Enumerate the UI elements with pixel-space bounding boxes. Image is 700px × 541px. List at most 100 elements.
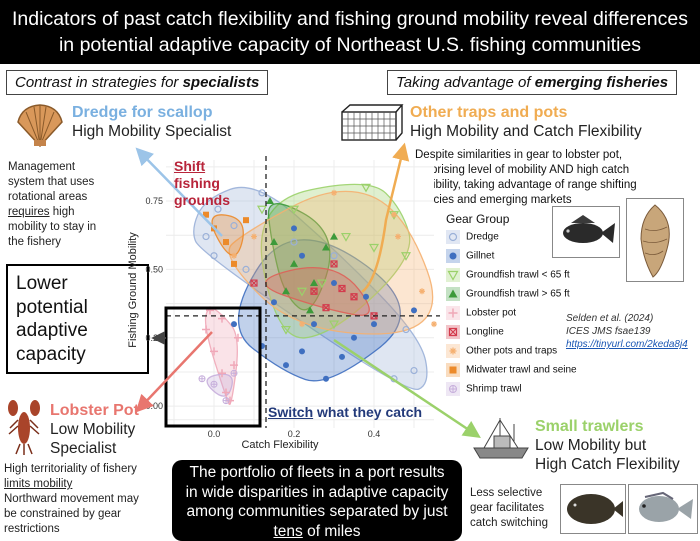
data-point: [310, 279, 318, 287]
legend-label: Other pots and traps: [466, 345, 558, 357]
traps-desc-line: surprising level of mobility AND high ca…: [415, 164, 630, 176]
flounder-image: [560, 484, 626, 534]
data-point: [330, 260, 338, 268]
legend-swatch: [446, 268, 460, 282]
legend-swatch: [446, 230, 460, 244]
traps-desc-line: Despite similarities in gear to lobster …: [415, 149, 623, 161]
legend-item: Gillnet: [446, 249, 494, 265]
data-point: [306, 306, 314, 314]
fish-icon: [563, 215, 615, 243]
emerging-prefix: Taking advantage of: [396, 74, 535, 91]
whelk-image: [626, 198, 684, 282]
shift-word: Shift: [174, 158, 206, 174]
legend-item: Shrimp trawl: [446, 382, 522, 398]
legend-swatch: [446, 325, 460, 339]
data-point: [431, 321, 437, 328]
switch-rest: what they catch: [313, 404, 423, 420]
legend-item: Lobster pot: [446, 306, 516, 322]
legend-item: Midwater trawl and seine: [446, 363, 577, 379]
specialists-prefix: Contrast in strategies for: [15, 74, 183, 91]
legend-item: Longline: [446, 325, 504, 341]
data-point: [448, 289, 458, 298]
citation-line: Selden et al. (2024): [566, 313, 654, 324]
data-point: [448, 232, 458, 242]
legend-item: Other pots and traps: [446, 344, 557, 360]
data-point: [270, 238, 278, 246]
data-point: [290, 238, 298, 246]
data-point: [395, 233, 401, 240]
citation-link[interactable]: https://tinyurl.com/2keda8j4: [566, 339, 688, 350]
management-line: requires high: [8, 205, 138, 220]
x-tick-label: 0.2: [288, 429, 301, 439]
trawler-boat-icon: [473, 418, 529, 459]
data-point: [449, 385, 458, 393]
legend-item: Dredge: [446, 230, 499, 246]
citation: Selden et al. (2024) ICES JMS fsae139 ht…: [566, 312, 688, 351]
whelk-shell-icon: [640, 204, 670, 278]
traps-desc-line: species and emerging markets: [415, 194, 572, 206]
data-point: [242, 265, 250, 273]
specialists-header: Contrast in strategies for specialists: [6, 70, 269, 95]
data-point: [363, 293, 369, 300]
data-point: [338, 284, 346, 293]
data-point: [350, 293, 358, 301]
legend-label: Lobster pot: [466, 307, 517, 319]
data-point: [214, 205, 222, 213]
lobster-note-line: limits mobility: [4, 477, 169, 492]
scup-fish-icon: [639, 491, 693, 522]
lower-capacity-line: adaptive: [16, 320, 88, 341]
data-point: [330, 252, 338, 260]
data-point: [310, 287, 318, 295]
data-point: [210, 380, 218, 388]
data-point: [230, 369, 238, 377]
lower-capacity-line: capacity: [16, 343, 86, 365]
legend-item: Groundfish trawl < 65 ft: [446, 268, 570, 284]
threshold-lines: [166, 156, 440, 428]
data-point: [231, 260, 237, 267]
specialists-emph: specialists: [182, 74, 260, 91]
traps-sub: High Mobility and Catch Flexibility: [410, 123, 642, 140]
data-point: [360, 183, 372, 193]
page-title: Indicators of past catch flexibility and…: [12, 8, 688, 56]
bottom-line-rest: of miles: [302, 522, 361, 540]
data-point: [371, 321, 377, 328]
data-point: [402, 325, 410, 334]
data-point: [230, 222, 238, 230]
legend-swatch: [446, 306, 460, 320]
management-line: mobility to stay in: [8, 221, 97, 233]
x-axis-label: Catch Flexibility: [241, 439, 319, 451]
data-point: [449, 366, 457, 374]
trawlers-note-line: Less selective: [470, 487, 543, 499]
legend-item: Groundfish trawl > 65 ft: [446, 287, 570, 303]
data-point: [280, 325, 292, 335]
legend-title: Gear Group: [446, 212, 510, 226]
trawlers-note: Less selective gear facilitates catch sw…: [470, 486, 560, 531]
lobster-note-line: High territoriality of fishery: [4, 463, 137, 475]
lobster-head: Lobster Pot: [50, 402, 139, 419]
data-point: [311, 321, 317, 328]
data-point: [330, 232, 338, 240]
data-point: [288, 205, 300, 215]
data-point: [210, 347, 218, 356]
legend-label: Groundfish trawl < 65 ft: [466, 269, 570, 281]
data-point: [391, 211, 397, 218]
data-point: [331, 280, 337, 287]
data-point: [283, 362, 289, 369]
data-point: [316, 279, 328, 289]
traps-arrow: [361, 142, 410, 293]
switch-label: Switch what they catch: [268, 404, 422, 420]
emerging-header: Taking advantage of emerging fisheries: [387, 70, 678, 95]
shift-line: grounds: [174, 192, 230, 208]
data-point: [222, 388, 230, 397]
dredge-arrow: [135, 147, 223, 237]
legend-label: Dredge: [466, 231, 499, 243]
data-point: [368, 243, 380, 253]
legend-swatch: [446, 344, 460, 358]
management-underline: requires: [8, 206, 50, 218]
trawlers-head: Small trawlers: [535, 418, 644, 435]
traps-desc: Despite similarities in gear to lobster …: [415, 148, 697, 208]
data-point: [266, 197, 274, 205]
lobster-icon: [8, 400, 40, 455]
legend-swatch: [446, 249, 460, 263]
